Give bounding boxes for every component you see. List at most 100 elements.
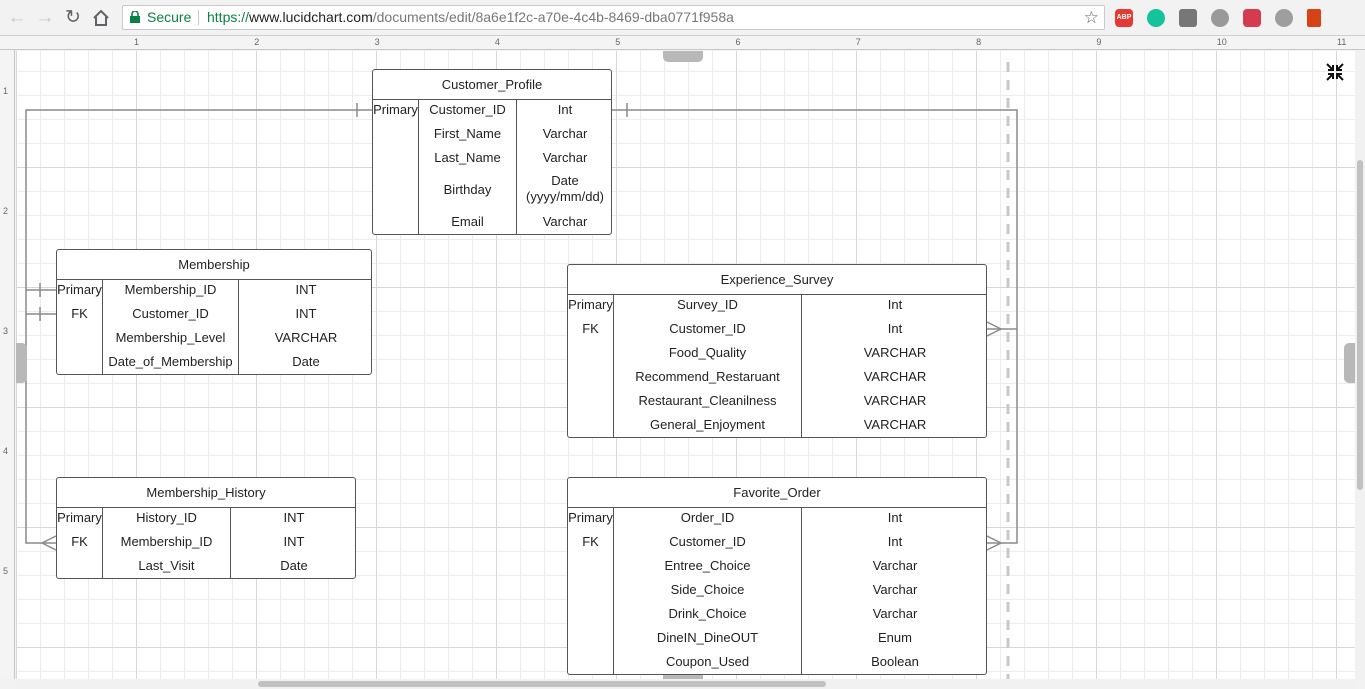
entity-cell-field: Customer_ID	[669, 321, 746, 336]
entity-cell-key: FK	[71, 306, 88, 321]
entity-cell-field: Recommend_Restaruant	[635, 369, 780, 384]
entity-cell-field: Food_Quality	[668, 345, 747, 360]
ruler-label: 2	[254, 37, 260, 47]
palette-extension-icon[interactable]	[1275, 9, 1293, 27]
entity-cell-key: FK	[582, 321, 599, 336]
secure-label: Secure	[147, 9, 192, 25]
horizontal-scrollbar[interactable]	[16, 679, 1355, 689]
bookmark-star-icon[interactable]: ☆	[1083, 8, 1099, 27]
entity-cell-type: Date(yyyy/mm/dd)	[526, 173, 604, 204]
ruler-label: 9	[1096, 37, 1102, 47]
entity-cell-type: Date	[280, 558, 308, 573]
entity-cell-type: VARCHAR	[863, 393, 927, 408]
entity-cell-key: FK	[582, 534, 599, 549]
entity-cell-field: Side_Choice	[670, 582, 745, 597]
ruler-label: 3	[3, 326, 9, 336]
entity-cell-field: Customer_ID	[429, 102, 506, 117]
entity-cell-field: Date_of_Membership	[108, 354, 233, 369]
extension-icon[interactable]	[1179, 9, 1197, 27]
entity-cell-type: VARCHAR	[863, 369, 927, 384]
entity-cell-type: Int	[887, 297, 903, 312]
vertical-scroll-thumb[interactable]	[1357, 160, 1363, 490]
entity-cell-field: Membership_ID	[120, 534, 213, 549]
entity-cell-type: INT	[295, 306, 317, 321]
entity-cell-field: Customer_ID	[669, 534, 746, 549]
ruler-label: 11	[1337, 37, 1347, 47]
entity-title: Membership_History	[57, 478, 355, 508]
entity-cell-type: Int	[887, 534, 903, 549]
entity-cell-field: Membership_Level	[115, 330, 226, 345]
url-scheme: https://	[207, 9, 250, 25]
entity-cell-field: Email	[451, 214, 484, 229]
entity-cell-type: Varchar	[872, 582, 918, 597]
url-host: www.lucidchart.com	[249, 9, 373, 25]
entity-title: Favorite_Order	[568, 478, 986, 508]
ruler-label: 6	[735, 37, 741, 47]
entity-cell-key: Primary	[57, 510, 102, 525]
bookmark-extension-icon[interactable]	[1307, 9, 1321, 27]
entity-cell-type: INT	[283, 510, 305, 525]
back-arrow-icon[interactable]: ←	[7, 7, 27, 28]
url-separator	[198, 10, 199, 25]
entity-title: Customer_Profile	[373, 70, 611, 100]
ruler-label: 3	[374, 37, 380, 47]
entity-cell-field: Entree_Choice	[664, 558, 751, 573]
entity-cell-type: VARCHAR	[863, 345, 927, 360]
ruler-label: 5	[615, 37, 621, 47]
url-text: https://www.lucidchart.com/documents/edi…	[207, 6, 734, 29]
entity-cell-field: Membership_ID	[124, 282, 217, 297]
left-panel-toggle[interactable]	[16, 343, 27, 383]
entity-cell-type: VARCHAR	[274, 330, 338, 345]
entity-cell-field: Restaurant_Cleanilness	[638, 393, 777, 408]
top-panel-toggle[interactable]	[663, 51, 703, 62]
reload-icon[interactable]: ↻	[65, 7, 81, 28]
vertical-scrollbar[interactable]	[1355, 50, 1365, 679]
adblock-extension-icon[interactable]: ABP	[1115, 9, 1133, 27]
ruler-label: 1	[3, 86, 9, 96]
home-icon[interactable]	[89, 6, 113, 30]
browser-toolbar: ← → ↻ Secure https://www.lucidchart.com/…	[0, 0, 1365, 36]
entity-title: Experience_Survey	[568, 265, 986, 295]
entity-cell-field: Last_Visit	[138, 558, 195, 573]
entity-cell-key: Primary	[373, 102, 418, 117]
ruler-label: 10	[1216, 37, 1227, 47]
extension-icon[interactable]	[1211, 9, 1229, 27]
entity-cell-type: Varchar	[872, 558, 918, 573]
entity-cell-field: Survey_ID	[677, 297, 738, 312]
entity-cell-type: Int	[887, 510, 903, 525]
pocket-extension-icon[interactable]	[1243, 9, 1261, 27]
entity-cell-type: INT	[295, 282, 317, 297]
entity-cell-key: Primary	[568, 510, 613, 525]
address-bar[interactable]: Secure https://www.lucidchart.com/docume…	[122, 5, 1105, 30]
forward-arrow-icon[interactable]: →	[35, 7, 55, 28]
collapse-fullscreen-icon[interactable]	[1325, 62, 1345, 82]
right-panel-toggle[interactable]	[1344, 343, 1355, 383]
grammarly-extension-icon[interactable]	[1147, 9, 1165, 27]
vertical-ruler	[0, 50, 15, 679]
entity-cell-field: Drink_Choice	[668, 606, 747, 621]
entity-title: Membership	[57, 250, 371, 280]
entity-column-key: Primary	[373, 100, 418, 234]
entity-cell-field: DineIN_DineOUT	[656, 630, 759, 645]
horizontal-ruler	[0, 36, 1365, 50]
entity-cell-type: Varchar	[542, 214, 588, 229]
entity-cell-type: VARCHAR	[863, 417, 927, 432]
entity-cell-field: Coupon_Used	[665, 654, 750, 669]
entity-cell-field: First_Name	[433, 126, 502, 141]
horizontal-scroll-thumb[interactable]	[258, 681, 826, 687]
